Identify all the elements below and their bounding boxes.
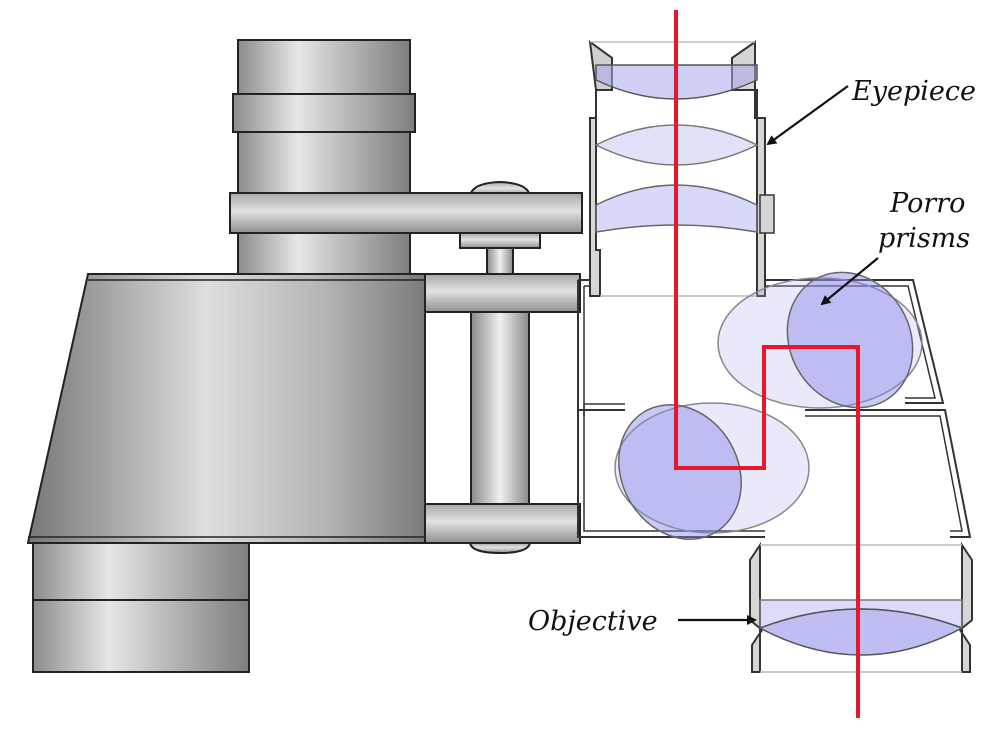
hinge-bridge bbox=[229, 180, 583, 555]
eyepiece-ring bbox=[232, 93, 416, 133]
objective-barrel bbox=[32, 542, 250, 601]
eyepiece-label: Eyepiece bbox=[851, 76, 976, 107]
objective-ring bbox=[32, 599, 250, 673]
eyecup bbox=[237, 39, 411, 95]
focus-shaft-upper bbox=[486, 247, 514, 275]
hinge-foot bbox=[468, 542, 532, 555]
label-objective: Objective bbox=[528, 606, 757, 637]
porro-prism-upper bbox=[717, 271, 923, 409]
objective-label: Objective bbox=[528, 606, 658, 637]
prism-housing bbox=[26, 273, 426, 544]
porro-label-line1: Porro bbox=[889, 188, 965, 219]
bridge-collar bbox=[459, 232, 541, 249]
objective-wall-left bbox=[749, 541, 764, 673]
label-porro-prisms: Porro prisms bbox=[820, 188, 970, 306]
eyepiece-pointer-arrow bbox=[766, 85, 849, 146]
label-eyepiece: Eyepiece bbox=[766, 76, 976, 146]
cutaway-section bbox=[577, 39, 973, 673]
hinge-plate-bottom bbox=[424, 503, 581, 544]
porro-label-line2: prisms bbox=[878, 223, 970, 254]
objective-wall-right bbox=[958, 541, 973, 673]
porro-prism-lower bbox=[614, 402, 810, 540]
left-barrel-exterior bbox=[26, 39, 426, 673]
upper-bridge bbox=[229, 192, 583, 234]
hinge-column bbox=[470, 311, 530, 505]
hinge-plate-top bbox=[424, 273, 581, 313]
cutaway-housing bbox=[577, 279, 972, 538]
light-ray bbox=[674, 10, 860, 718]
porro-pointer-arrow bbox=[820, 257, 879, 306]
